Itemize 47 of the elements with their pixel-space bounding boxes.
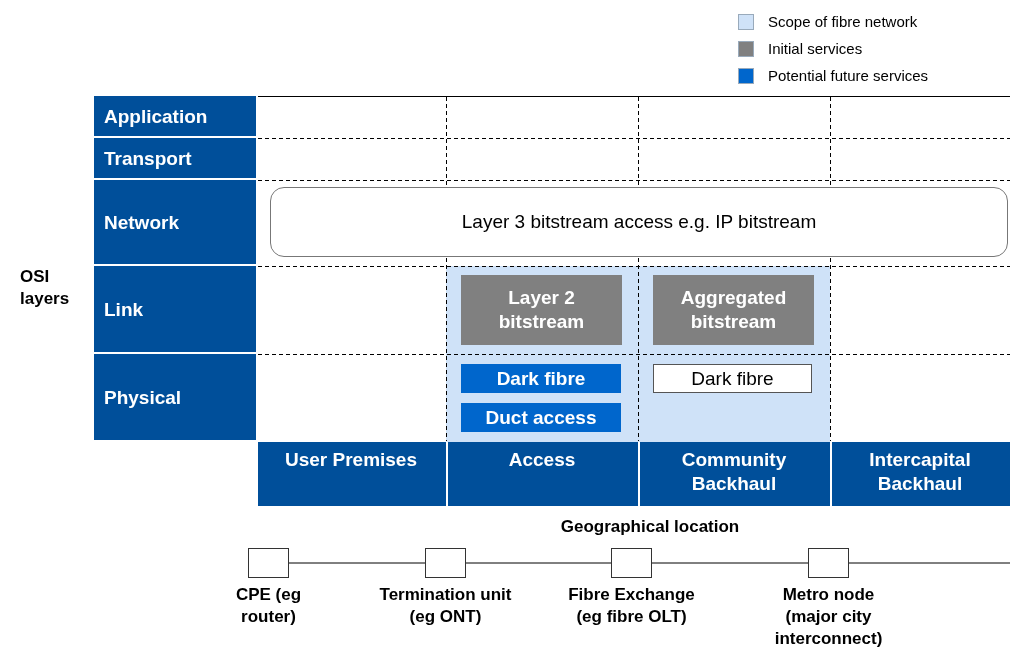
node-text: Network [104,211,179,235]
location-header [256,442,446,506]
connector-line [651,562,809,564]
service-box [270,187,1008,257]
service-box [461,364,621,393]
legend-text: Initial services [768,40,863,57]
service-box [653,275,814,345]
node-text: User Premises [284,448,417,472]
location-header [830,442,1010,506]
node-text: Layer 2 bitstream [497,286,586,334]
axis-title: Geographical location [559,516,741,538]
node-text: Physical [104,386,182,410]
osi-label: OSI layers [20,266,71,311]
service-box [461,403,621,432]
layer-header [94,266,256,354]
location-caption: Fibre Exchange (eg fibre OLT) [567,584,696,629]
node-text: Layer 3 bitstream access e.g. IP bitstream [461,210,817,234]
location-caption: Metro node (major city interconnect) [773,584,884,651]
node-text: Aggregated bitstream [679,286,788,334]
node-text: Access [508,448,576,472]
legend-text: Potential future services [768,67,929,84]
layer-header [94,138,256,180]
node-text: Community Backhaul [680,448,788,496]
service-box [653,364,812,393]
node-text: Application [104,105,208,129]
node-text: Duct access [485,405,597,430]
service-box [461,275,622,345]
layer-header [94,180,256,266]
connector-line [288,562,426,564]
location-caption: Termination unit (eg ONT) [378,584,513,629]
location-header [638,442,830,506]
node-text: Dark fibre [496,366,586,391]
node-text: Transport [104,147,192,171]
node-text: Intercapital Backhaul [868,448,972,496]
location-caption: CPE (eg router) [234,584,303,629]
location-square [808,548,849,578]
node-text: Link [104,298,144,322]
node-text: Dark fibre [691,366,774,391]
location-square [611,548,652,578]
connector-line [848,562,1010,564]
layer-header [94,354,256,442]
location-square [425,548,466,578]
layer-header [94,96,256,138]
connector-line [465,562,612,564]
location-header [446,442,638,506]
legend-text: Scope of fibre network [768,13,918,30]
location-square [248,548,289,578]
